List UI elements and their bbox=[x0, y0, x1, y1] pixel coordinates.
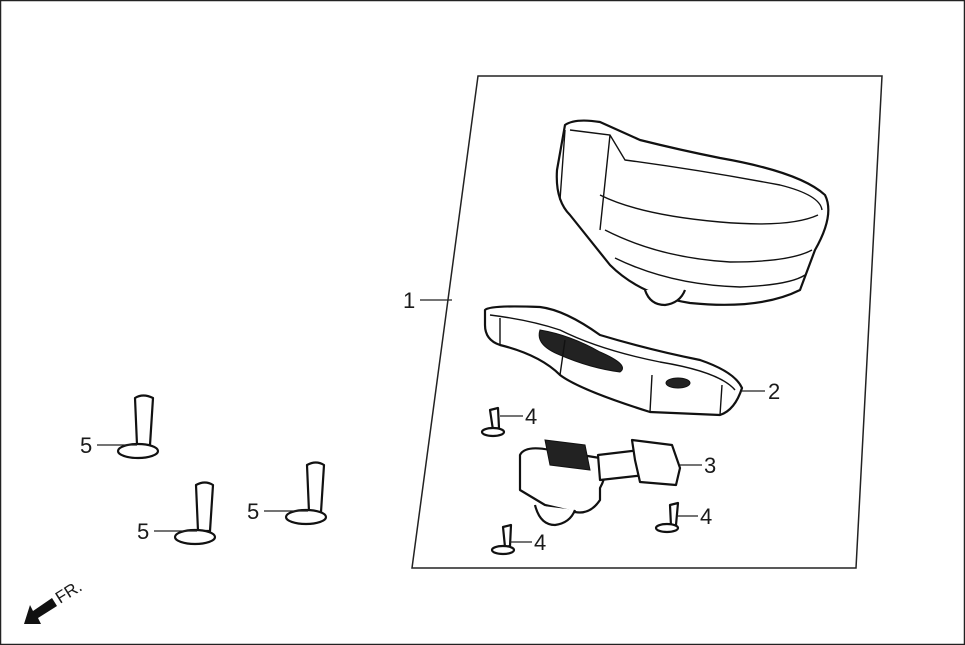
callout-2: 2 bbox=[768, 379, 780, 404]
socket-part bbox=[518, 438, 682, 527]
assembly-group-outline bbox=[411, 75, 883, 569]
bolt-5c bbox=[284, 461, 328, 526]
callout-3: 3 bbox=[704, 453, 716, 478]
bolt-5b bbox=[173, 481, 217, 546]
screw-4a bbox=[480, 406, 506, 438]
callout-1: 1 bbox=[403, 288, 415, 313]
callout-4c: 4 bbox=[534, 530, 546, 555]
meter-base-part bbox=[483, 305, 744, 417]
callout-4b: 4 bbox=[700, 504, 712, 529]
callout-4a: 4 bbox=[525, 404, 537, 429]
callout-5b: 5 bbox=[137, 519, 149, 544]
front-arrow-icon bbox=[24, 598, 57, 624]
bolt-5a bbox=[116, 394, 160, 460]
screw-4b bbox=[654, 501, 680, 534]
meter-cover-part bbox=[555, 119, 830, 307]
callout-5c: 5 bbox=[247, 499, 259, 524]
callout-5a: 5 bbox=[80, 433, 92, 458]
screw-4c bbox=[490, 523, 516, 556]
